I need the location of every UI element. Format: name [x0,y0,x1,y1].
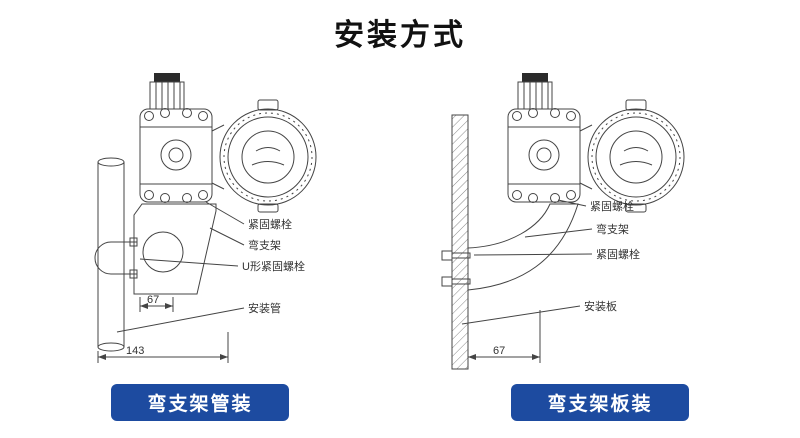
label-mounting-plate: 安装板 [584,299,617,313]
transmitter-drawing [507,72,685,213]
figures-row: 紧固螺栓 弯支架 U形紧固螺栓 安装管 67 143 弯支架管装 [0,52,800,421]
caption-pipe-mount-button[interactable]: 弯支架管装 [111,384,289,421]
leader-lines [461,199,593,325]
label-fastening-bolt: 紧固螺栓 [248,217,292,231]
bent-bracket-drawing [441,203,579,291]
label-fastening-bolt-top: 紧固螺栓 [590,199,634,213]
plate-mount-drawing: 紧固螺栓 弯支架 紧固螺栓 安装板 67 [441,72,685,370]
leader-lines [116,201,245,333]
dim-67: 67 [147,294,159,306]
bent-bracket-drawing [94,203,217,295]
label-fastening-bolt-wall: 紧固螺栓 [596,247,640,261]
mounting-plate-drawing [451,114,469,370]
label-bent-bracket: 弯支架 [596,222,629,236]
figure-plate-mount: 紧固螺栓 弯支架 紧固螺栓 安装板 67 弯支架板装 [400,52,800,421]
figure-pipe-mount: 紧固螺栓 弯支架 U形紧固螺栓 安装管 67 143 弯支架管装 [0,52,400,421]
label-u-bolt: U形紧固螺栓 [242,259,305,273]
pipe-mount-drawing: 紧固螺栓 弯支架 U形紧固螺栓 安装管 67 143 [94,72,317,363]
label-bent-bracket: 弯支架 [248,238,281,252]
transmitter-drawing [139,72,317,213]
dimension-lines [97,297,229,363]
caption-plate-mount-button[interactable]: 弯支架板装 [511,384,689,421]
dim-67: 67 [493,345,505,357]
mounting-pipe-drawing [97,157,125,352]
page-title: 安装方式 [334,19,466,52]
u-bolt-drawing [94,241,137,275]
dimension-lines [468,310,541,363]
dim-143: 143 [126,345,144,357]
label-mounting-pipe: 安装管 [248,301,281,315]
